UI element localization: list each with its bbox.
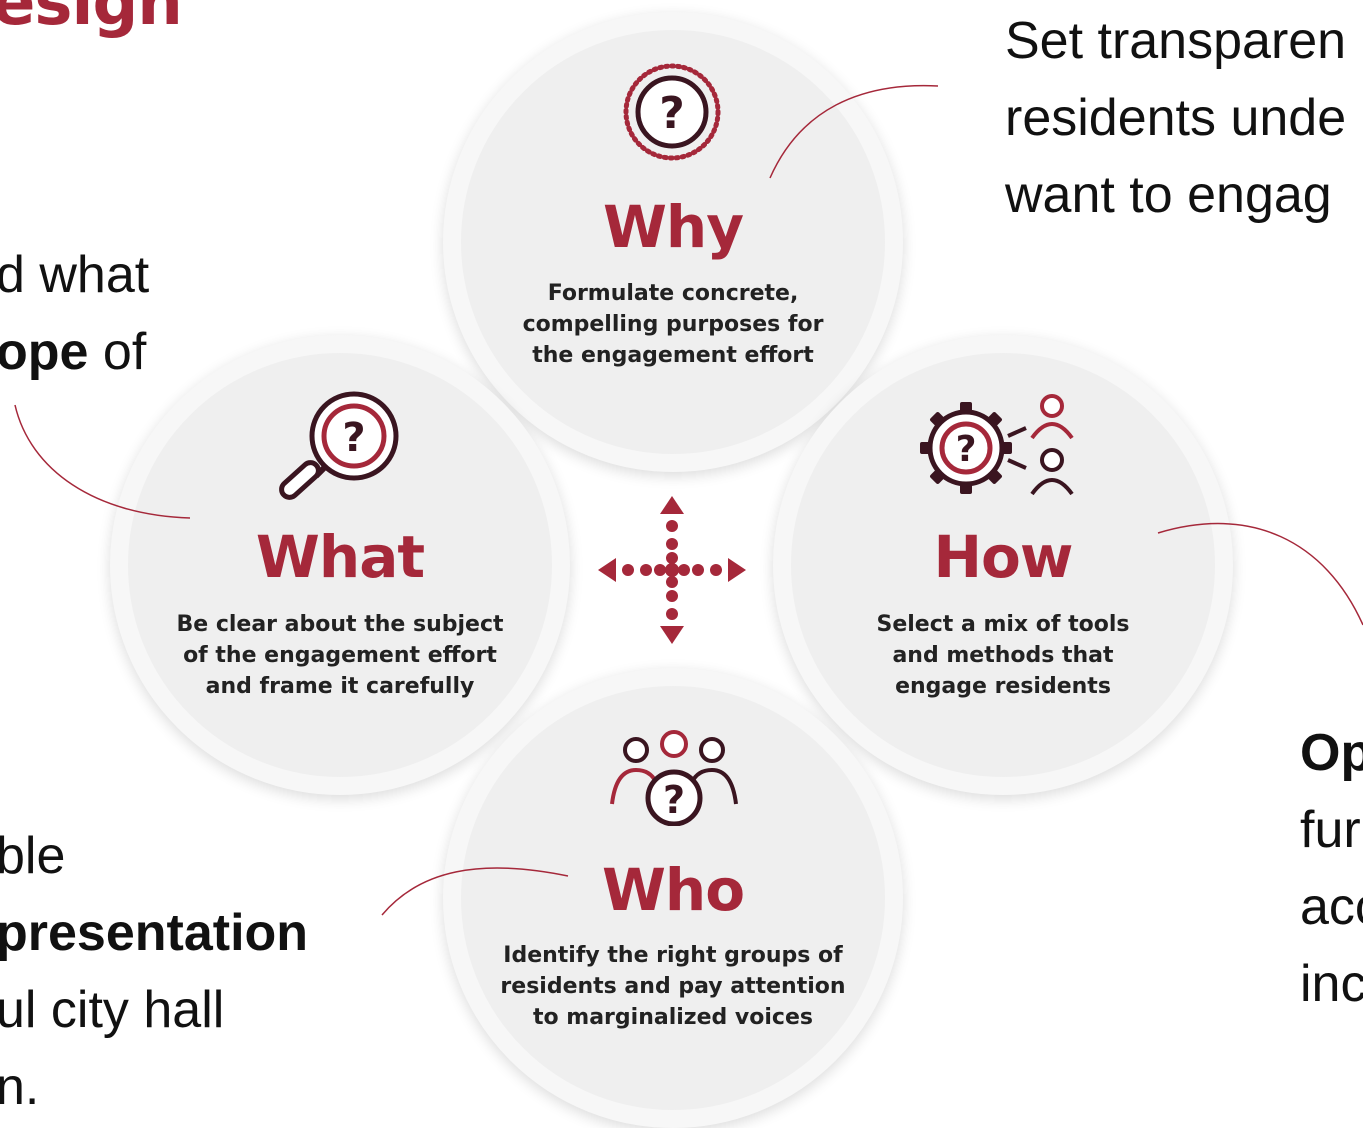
magnifier-question-icon: ?	[279, 391, 399, 500]
how-desc-line: engage residents	[895, 674, 1111, 699]
why-desc-line: Formulate concrete,	[547, 281, 799, 306]
what-desc-line: of the engagement effort	[183, 643, 497, 668]
right-bottom-line-2: fur	[1300, 801, 1361, 859]
right-bottom-note: Op fur acc inc	[1300, 715, 1363, 1023]
how-desc-line: and methods that	[892, 643, 1114, 668]
svg-text:?: ?	[956, 429, 977, 470]
who-desc-line: residents and pay attention	[500, 974, 846, 999]
what-title: What	[255, 523, 425, 591]
why-description: Formulate concrete, compelling purposes …	[473, 278, 873, 371]
who-title: Who	[601, 856, 745, 924]
left-bottom-line-4: n.	[0, 1058, 40, 1116]
who-desc-line: Identify the right groups of	[503, 943, 843, 968]
why-title: Why	[602, 193, 744, 261]
what-desc-line: Be clear about the subject	[176, 612, 504, 637]
svg-text:?: ?	[342, 415, 365, 461]
right-top-line-2: residents unde	[1005, 89, 1347, 147]
what-description: Be clear about the subject of the engage…	[140, 609, 540, 702]
left-top-line-2: of	[88, 323, 147, 381]
right-top-line-1: Set transparen	[1005, 12, 1347, 70]
connector-who	[381, 867, 569, 916]
connector-what	[14, 404, 191, 519]
right-bottom-line-4: inc	[1300, 955, 1363, 1013]
left-bottom-bold: presentation	[0, 904, 309, 962]
svg-text:?: ?	[659, 88, 685, 139]
connector-how	[1157, 522, 1363, 626]
what-desc-line: and frame it carefully	[205, 674, 475, 699]
left-bottom-line-3: ul city hall	[0, 981, 225, 1039]
how-description: Select a mix of tools and methods that e…	[803, 609, 1203, 702]
svg-text:?: ?	[663, 778, 685, 822]
left-bottom-line-1: ble	[0, 827, 66, 885]
how-desc-line: Select a mix of tools	[876, 612, 1130, 637]
connector-why	[769, 84, 939, 179]
right-bottom-bold: Op	[1300, 724, 1363, 782]
left-top-line-1: d what	[0, 246, 150, 304]
who-description: Identify the right groups of residents a…	[473, 940, 873, 1033]
left-top-note: d what ope of	[0, 237, 149, 391]
why-desc-line: compelling purposes for	[522, 312, 824, 337]
gear-people-icon: ?	[920, 394, 1074, 496]
who-desc-line: to marginalized voices	[533, 1005, 813, 1030]
how-title: How	[933, 523, 1074, 591]
people-group-icon: ?	[610, 730, 738, 826]
slide-title: esign	[0, 0, 183, 40]
right-top-line-3: want to engag	[1005, 166, 1332, 224]
right-bottom-line-3: acc	[1300, 878, 1363, 936]
left-top-bold: ope	[0, 323, 89, 381]
question-dotted-circle-icon: ?	[623, 63, 721, 161]
why-desc-line: the engagement effort	[532, 343, 814, 368]
right-top-note: Set transparen residents unde want to en…	[1005, 3, 1346, 234]
left-bottom-note: ble presentation ul city hall n.	[0, 818, 308, 1126]
four-way-arrow-icon	[598, 496, 746, 644]
